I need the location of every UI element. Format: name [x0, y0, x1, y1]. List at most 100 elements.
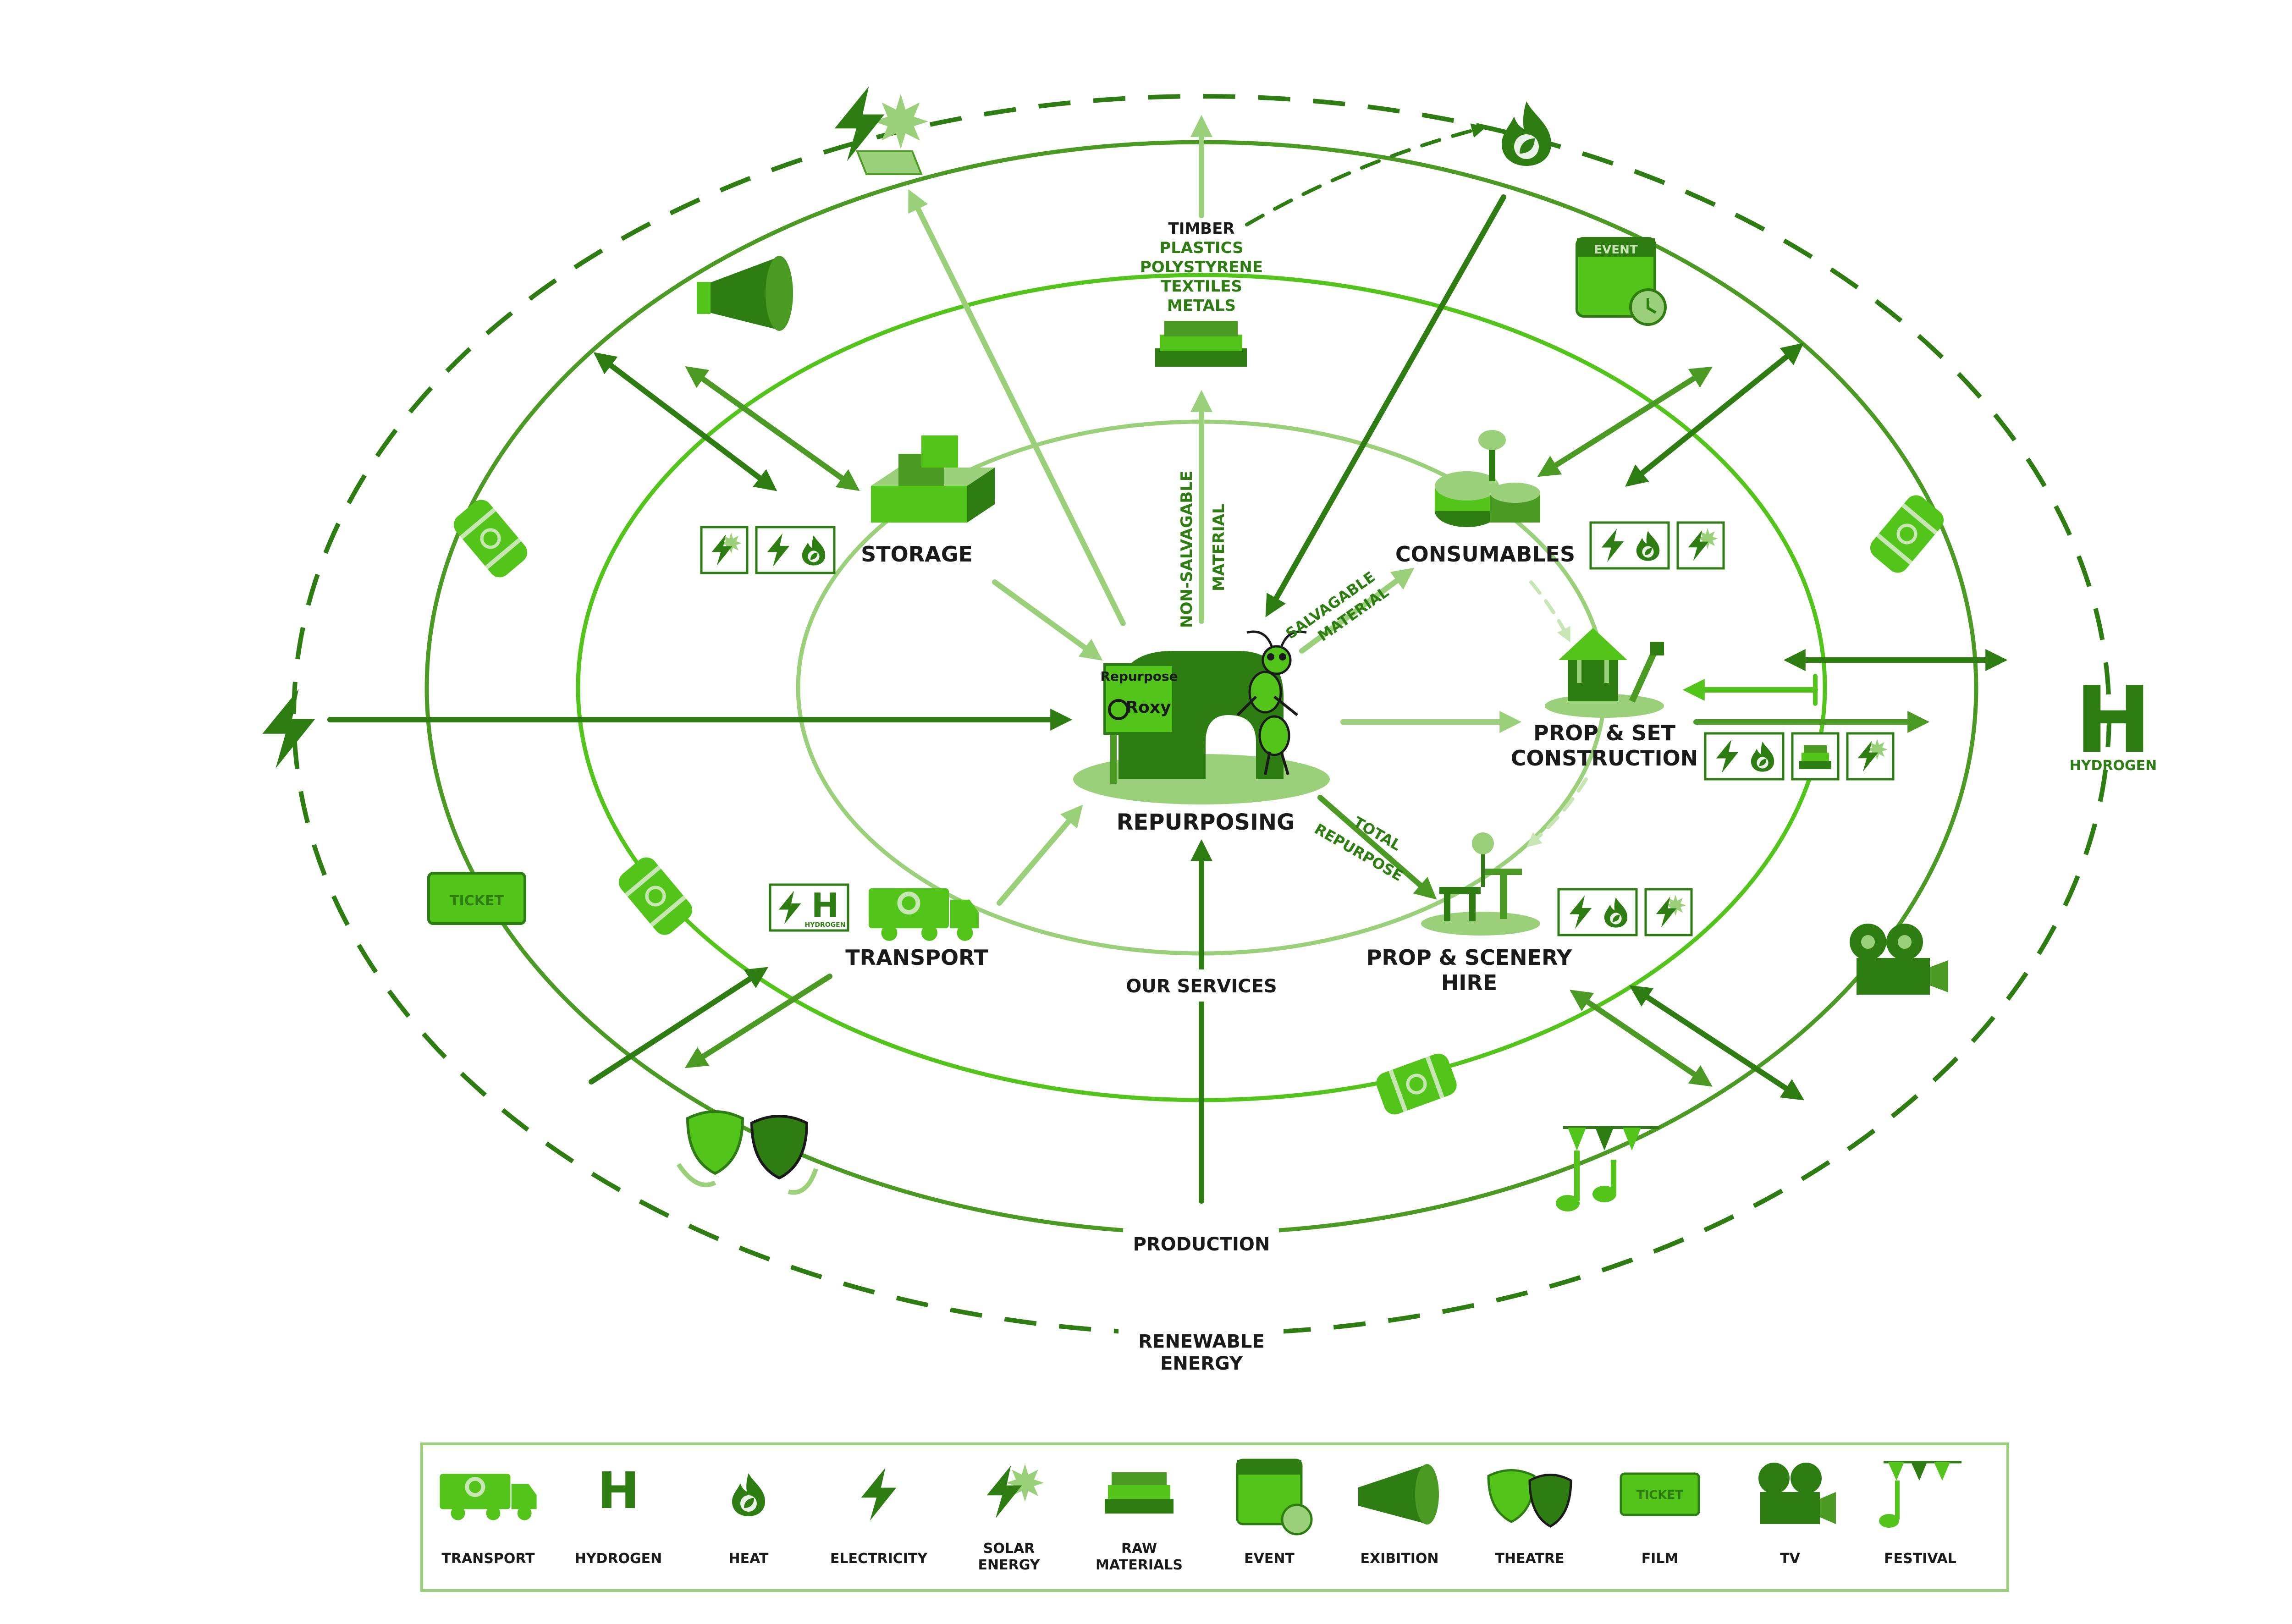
- ring-renewable-energy: [292, 94, 2111, 1336]
- legend-label: THEATRE: [1495, 1551, 1564, 1567]
- arrow-transport-to-ring: [684, 974, 832, 1068]
- ring-label-renewable-2: ENERGY: [1160, 1353, 1243, 1374]
- service-prop-set-construction: PROP & SET CONSTRUCTION: [1511, 628, 1895, 781]
- raw-materials-icon: [1105, 1472, 1174, 1514]
- legend-label: EVENT: [1244, 1551, 1295, 1567]
- arrow-consumables-to-prop-set: [1529, 580, 1570, 643]
- service-prop-scenery-hire: PROP & SCENERY HIRE: [1366, 832, 1693, 995]
- non-salvagable-label-1: NON-SALVAGABLE: [1178, 471, 1196, 628]
- furniture-icon: [1421, 832, 1540, 936]
- ticket-icon: TICKET: [427, 872, 526, 925]
- non-salvagable-label-2: MATERIAL: [1210, 504, 1228, 591]
- storage-label: STORAGE: [861, 542, 973, 567]
- service-transport: TRANSPORT H HYDROGEN: [769, 883, 988, 970]
- lightning-icon: [834, 86, 885, 161]
- ticket-icon: TICKET: [1620, 1472, 1700, 1516]
- megaphone-icon: [697, 256, 793, 331]
- arrow-total-repurpose: [1317, 795, 1437, 900]
- legend-label: TRANSPORT: [441, 1551, 535, 1567]
- legend-label: EXIBITION: [1360, 1551, 1438, 1567]
- arrows: [327, 115, 2008, 1204]
- material-plastics: PLASTICS: [1159, 239, 1243, 257]
- arrow-heat-to-center: [1265, 194, 1506, 617]
- service-storage: STORAGE: [700, 435, 995, 574]
- legend-label: FILM: [1642, 1551, 1679, 1567]
- transport-label: TRANSPORT: [845, 945, 988, 970]
- arrow-storage-double-outer: [593, 352, 777, 491]
- theatre-masks-icon: [1487, 1469, 1572, 1528]
- prop-set-label-1: PROP & SET: [1533, 721, 1676, 745]
- ring-labels: OUR SERVICES PRODUCTION RENEWABLE ENERGY: [1118, 969, 1284, 1375]
- consumables-badges: [1589, 521, 1725, 570]
- prop-hire-label-2: HIRE: [1441, 970, 1497, 995]
- arrow-storage-to-center: [992, 579, 1103, 661]
- legend: TRANSPORT H HYDROGEN HEAT ELECTRICITY SOLAREN…: [420, 1442, 2009, 1592]
- material-textiles: TEXTILES: [1161, 277, 1242, 296]
- legend-label: TV: [1780, 1551, 1800, 1567]
- legend-item-heat: HEAT: [729, 1473, 769, 1567]
- festival-icon: [1556, 1126, 1659, 1211]
- barrel-icon: [1373, 1051, 1460, 1118]
- legend-label: SOLAR: [983, 1541, 1035, 1557]
- legend-item-hydrogen: H HYDROGEN: [575, 1461, 662, 1567]
- barrel-icon: [449, 495, 532, 582]
- hydrogen-label: HYDROGEN: [2070, 758, 2157, 774]
- center-sign-top: Repurpose: [1100, 669, 1178, 684]
- recycle-icon: [1108, 699, 1129, 720]
- center-sign: [1103, 663, 1175, 735]
- legend-label: RAW: [1121, 1541, 1157, 1557]
- hydrogen-node: H HYDROGEN: [2070, 667, 2157, 774]
- storage-boxes-icon: [871, 435, 995, 523]
- ring-label-services: OUR SERVICES: [1126, 976, 1277, 997]
- arrow-prop-set-to-hire: [1526, 777, 1588, 848]
- arrow-prop-hire-double-outer: [1629, 985, 1805, 1101]
- paint-cans-icon: [1435, 430, 1540, 527]
- prop-hire-badges: [1557, 888, 1693, 936]
- arrow-prop-hire-double-inner: [1570, 990, 1713, 1087]
- ring-label-production: PRODUCTION: [1133, 1234, 1270, 1255]
- center-sign-brand: Roxy: [1125, 698, 1171, 717]
- legend-frame: [420, 1442, 2009, 1592]
- arrow-transport-to-center: [997, 804, 1083, 906]
- legend-label: HYDROGEN: [575, 1551, 662, 1567]
- well-tools-icon: [1545, 628, 1664, 718]
- service-consumables: CONSUMABLES: [1395, 430, 1725, 570]
- festival-icon: [1879, 1461, 1961, 1528]
- raw-materials: TIMBER PLASTICS POLYSTYRENE TEXTILES MET…: [1140, 220, 1263, 367]
- hydrogen-word: HYDROGEN: [805, 921, 846, 929]
- material-polystyrene: POLYSTYRENE: [1140, 258, 1263, 276]
- legend-item-electricity: ELECTRICITY: [830, 1468, 928, 1567]
- center-label: REPURPOSING: [1117, 809, 1295, 835]
- legend-label: FESTIVAL: [1884, 1551, 1956, 1567]
- camera-icon: [1850, 924, 1948, 995]
- legend-item-tv: TV: [1758, 1463, 1836, 1567]
- camera-icon: [1758, 1463, 1836, 1524]
- hydrogen-icon: H: [597, 1461, 639, 1520]
- event-word: EVENT: [1594, 243, 1637, 257]
- ant-mascot-icon: [1236, 630, 1307, 775]
- legend-item-exibition: EXIBITION: [1358, 1464, 1439, 1567]
- outer-icons: H HYDROGEN EVENT TICKET: [262, 86, 2157, 1211]
- solar-panel-icon: [856, 150, 923, 175]
- legend-item-event: EVENT: [1236, 1459, 1313, 1567]
- prop-set-label-2: CONSTRUCTION: [1511, 746, 1698, 771]
- arrow-storage-double-inner: [685, 366, 860, 491]
- arrow-ring-to-transport: [589, 967, 769, 1085]
- ring-label-renewable-1: RENEWABLE: [1138, 1331, 1265, 1352]
- legend-item-theatre: THEATRE: [1487, 1469, 1572, 1567]
- hydrogen-icon: H: [2075, 667, 2151, 774]
- legend-label: ENERGY: [978, 1557, 1041, 1573]
- svg-text:TICKET: TICKET: [1636, 1488, 1683, 1502]
- arrow-salvagable: [1299, 567, 1415, 654]
- legend-item-festival: FESTIVAL: [1879, 1461, 1961, 1567]
- legend-item-transport: TRANSPORT: [440, 1474, 536, 1567]
- raw-materials-icon: [1155, 321, 1247, 367]
- solar-energy-node: [834, 86, 928, 175]
- prop-hire-label-1: PROP & SCENERY: [1366, 945, 1572, 970]
- storage-badges: [700, 526, 836, 574]
- barrel-icon: [614, 853, 697, 939]
- theatre-masks-icon: [676, 1110, 818, 1195]
- legend-label: ELECTRICITY: [830, 1551, 928, 1567]
